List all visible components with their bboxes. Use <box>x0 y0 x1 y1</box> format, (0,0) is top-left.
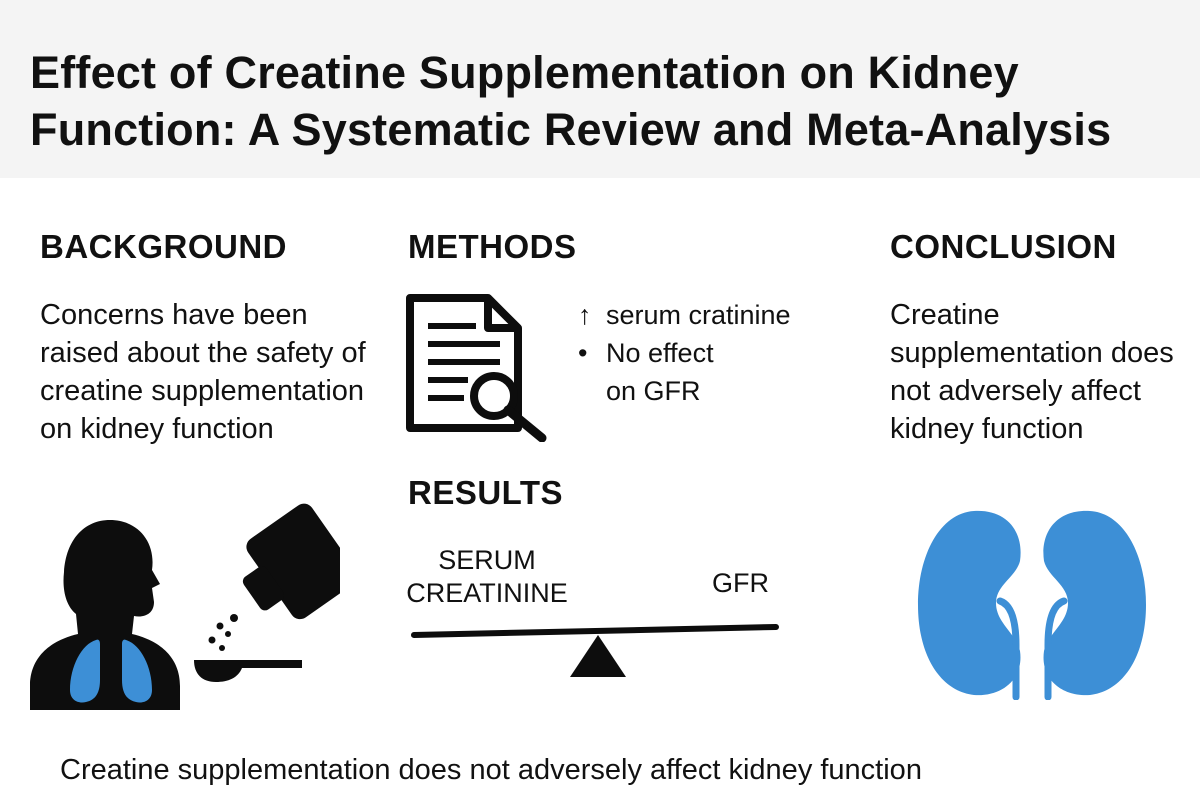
bullet-dot-icon: • <box>578 338 588 368</box>
methods-bullet-list: ↑ serum cratinine • No effect on GFR <box>578 296 791 410</box>
document-search-icon <box>406 294 547 442</box>
conclusion-text: Creatine supplementation does not advers… <box>890 299 1174 445</box>
background-heading: BACKGROUND <box>40 228 287 265</box>
methods-bullet-serum-text: serum cratinine <box>606 300 791 330</box>
arrow-up-icon: ↑ <box>578 300 592 330</box>
page-title: Effect of Creatine Supplementation on Ki… <box>30 47 1112 155</box>
header-band <box>0 0 1200 178</box>
kidneys-icon <box>918 510 1146 700</box>
gfr-label: GFR <box>712 568 769 598</box>
serum-creatinine-label: SERUM CREATININE <box>406 545 568 608</box>
background-text: Concerns have been raised about the safe… <box>40 299 366 445</box>
person-lungs-icon <box>30 520 180 710</box>
balance-scale-icon <box>411 624 779 677</box>
methods-bullet-gfr-text: No effect <box>606 338 714 368</box>
supplement-scoop-icon <box>194 503 340 682</box>
conclusion-heading: CONCLUSION <box>890 228 1117 265</box>
results-heading: RESULTS <box>408 474 564 511</box>
methods-heading: METHODS <box>408 228 577 265</box>
methods-bullet-gfr: • No effect <box>578 334 791 372</box>
methods-bullet-gfr-continued: on GFR <box>606 376 701 406</box>
methods-bullet-serum: ↑ serum cratinine <box>578 296 791 334</box>
summary-footer: Creatine supplementation does not advers… <box>60 754 922 786</box>
